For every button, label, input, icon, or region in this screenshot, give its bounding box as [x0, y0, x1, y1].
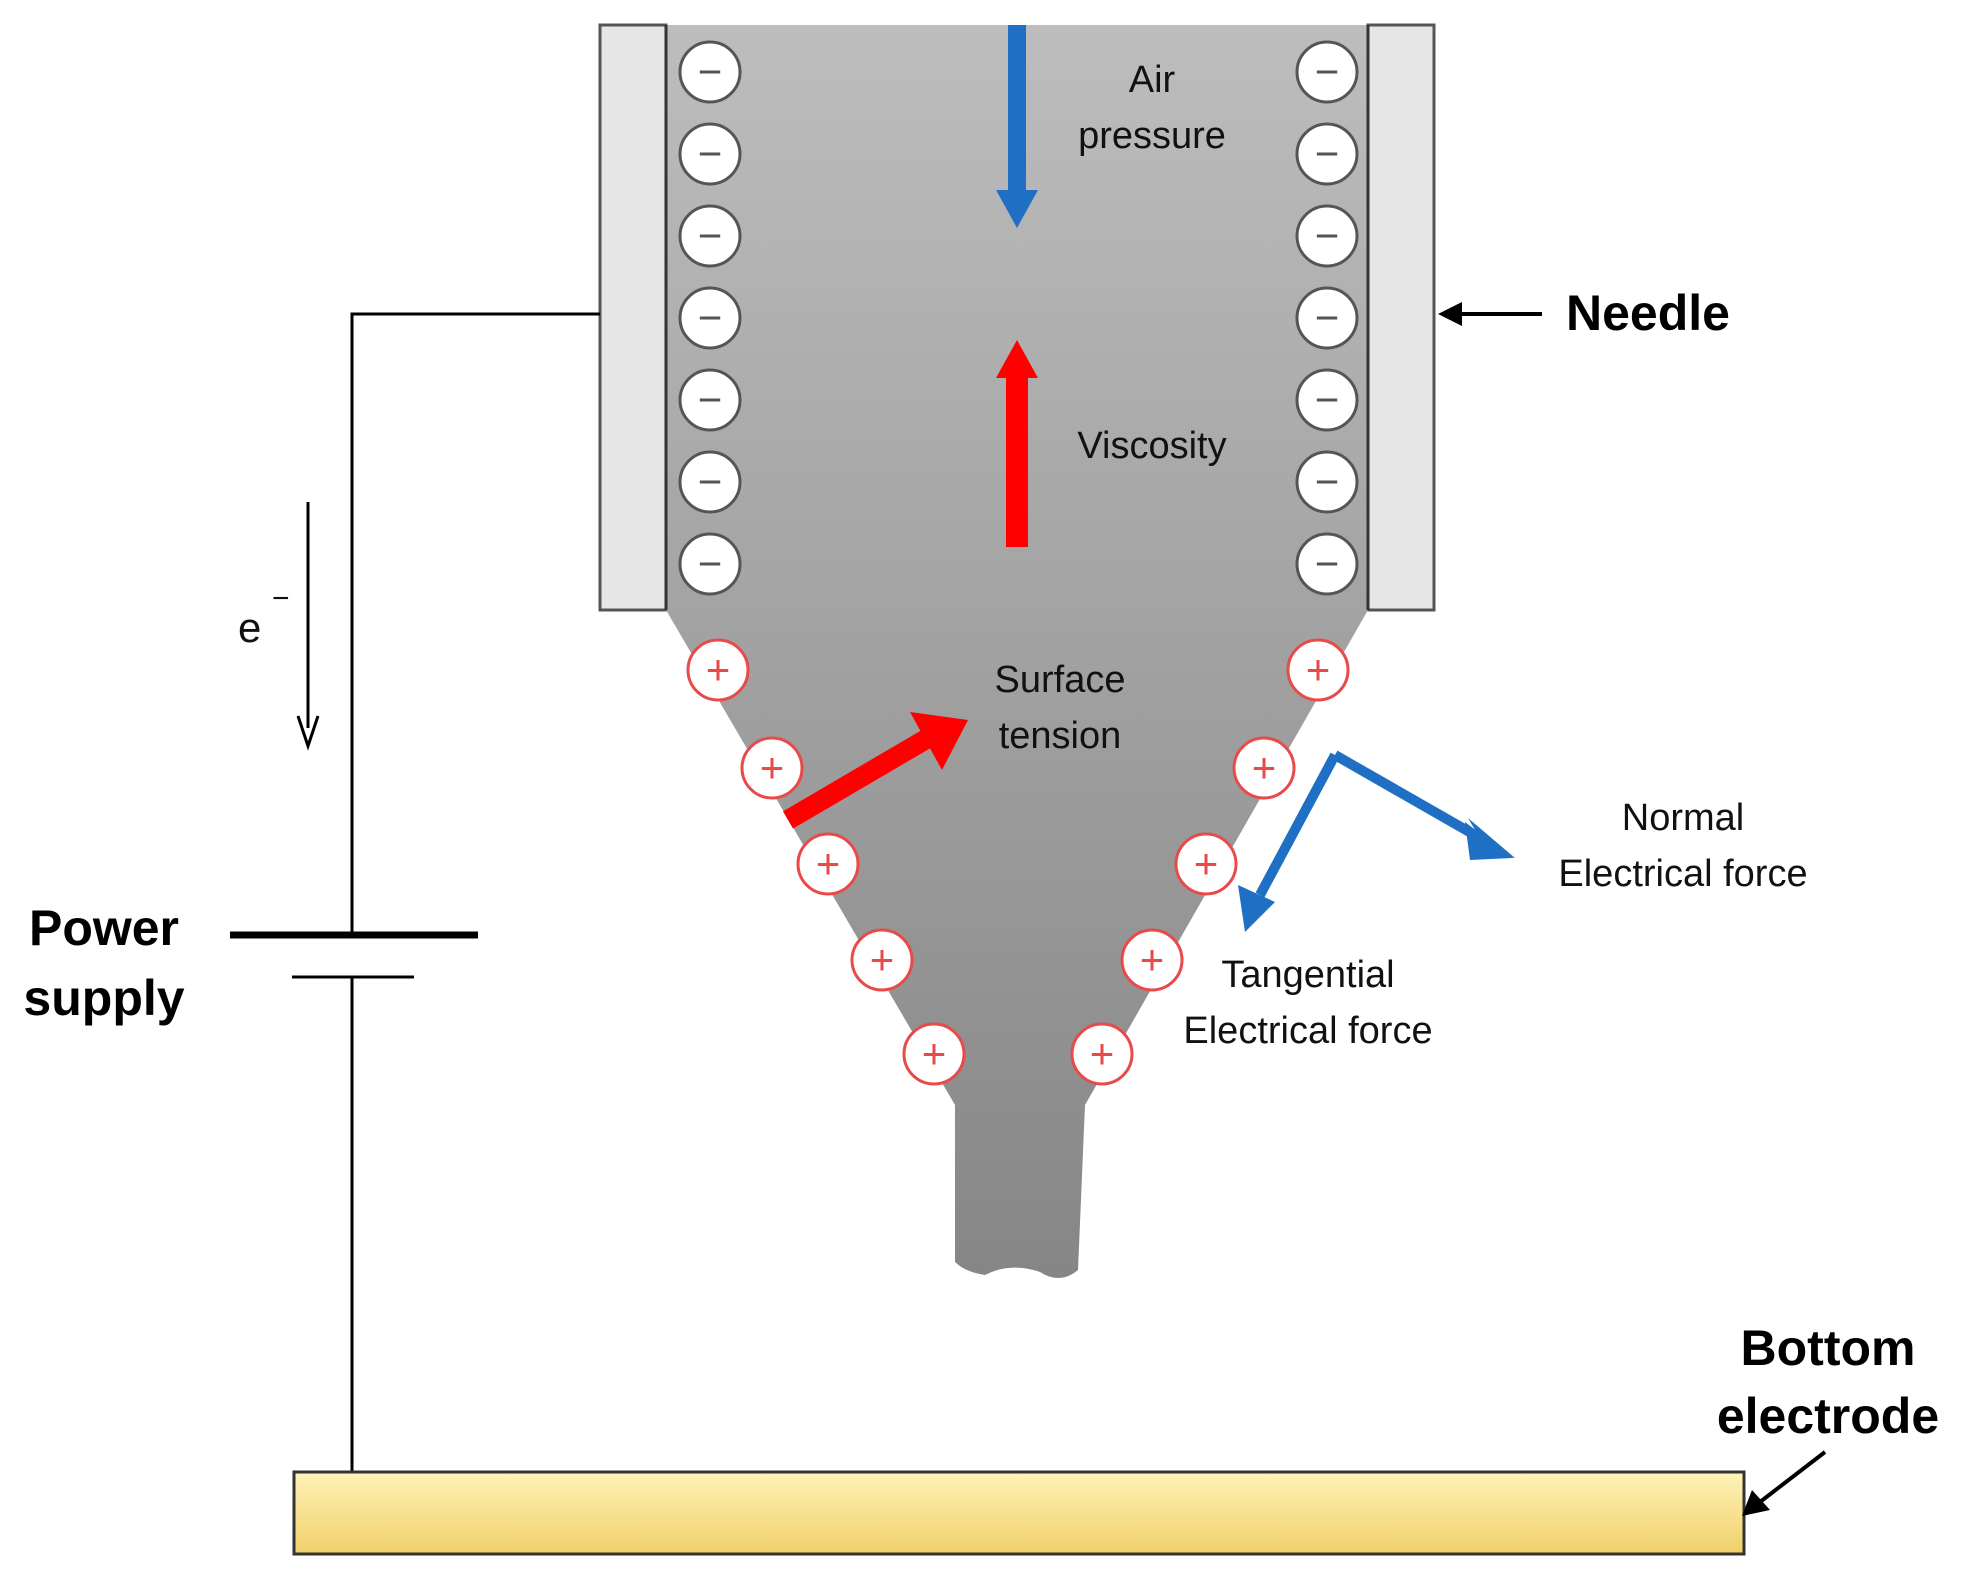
- needle-pointer-arrow: [1438, 302, 1542, 326]
- negative-charge-symbol: −: [1315, 294, 1340, 341]
- negative-charge: −: [1295, 450, 1359, 514]
- negative-charges-right: − − − − − − −: [1295, 40, 1359, 596]
- liquid-taylor-cone: [666, 25, 1368, 1279]
- negative-charge-symbol: −: [698, 130, 723, 177]
- positive-charge: +: [1286, 638, 1350, 702]
- positive-charges-left: + + + + +: [686, 638, 966, 1086]
- negative-charge-symbol: −: [1315, 540, 1340, 587]
- electron-label: e: [238, 604, 261, 651]
- positive-charge-symbol: +: [706, 646, 731, 693]
- power-supply-label-line2: supply: [23, 970, 184, 1026]
- surface-tension-label-line1: Surface: [995, 659, 1126, 701]
- negative-charge: −: [678, 532, 742, 596]
- negative-charge-symbol: −: [1315, 212, 1340, 259]
- negative-charge: −: [1295, 204, 1359, 268]
- positive-charge: +: [1174, 832, 1238, 896]
- needle-wall-right: [1366, 23, 1436, 612]
- positive-charges-right: + + + + +: [1070, 638, 1350, 1086]
- negative-charge-symbol: −: [1315, 48, 1340, 95]
- positive-charge-symbol: +: [922, 1030, 947, 1077]
- positive-charge: +: [1232, 736, 1296, 800]
- negative-charge-symbol: −: [698, 294, 723, 341]
- negative-charge: −: [678, 204, 742, 268]
- air-pressure-label-line1: Air: [1129, 59, 1176, 101]
- positive-charge-symbol: +: [870, 936, 895, 983]
- positive-charge-symbol: +: [1306, 646, 1331, 693]
- negative-charge: −: [678, 122, 742, 186]
- electron-flow-arrow: [296, 502, 320, 751]
- positive-charge: +: [1120, 928, 1184, 992]
- normal-electrical-force-arrow: [1332, 750, 1515, 860]
- negative-charge-symbol: −: [698, 540, 723, 587]
- negative-charge: −: [1295, 368, 1359, 432]
- bottom-electrode-plate: [292, 1470, 1746, 1556]
- positive-charge: +: [740, 736, 804, 800]
- circuit-wire-needle: [350, 312, 600, 935]
- positive-charge-symbol: +: [1140, 936, 1165, 983]
- negative-charge-symbol: −: [1315, 376, 1340, 423]
- bottom-electrode-label-line1: Bottom: [1741, 1320, 1916, 1376]
- surface-tension-label-line2: tension: [999, 715, 1122, 757]
- positive-charge-symbol: +: [1194, 840, 1219, 887]
- bottom-electrode-label-line2: electrode: [1717, 1388, 1939, 1444]
- negative-charge-symbol: −: [698, 212, 723, 259]
- tangential-electrical-force-arrow: [1238, 752, 1340, 932]
- negative-charges-left: − − − − − − −: [678, 40, 742, 596]
- negative-charge-symbol: −: [1315, 130, 1340, 177]
- negative-charge: −: [1295, 286, 1359, 350]
- tangential-force-label-line1: Tangential: [1221, 954, 1394, 996]
- needle-label: Needle: [1566, 285, 1730, 341]
- negative-charge-symbol: −: [698, 48, 723, 95]
- viscosity-label: Viscosity: [1077, 425, 1226, 467]
- negative-charge: −: [1295, 122, 1359, 186]
- positive-charge: +: [850, 928, 914, 992]
- normal-force-label-line1: Normal: [1622, 797, 1744, 839]
- positive-charge: +: [1070, 1022, 1134, 1086]
- negative-charge: −: [1295, 40, 1359, 104]
- power-supply-label-line1: Power: [29, 900, 179, 956]
- positive-charge-symbol: +: [816, 840, 841, 887]
- positive-charge-symbol: +: [1252, 744, 1277, 791]
- negative-charge-symbol: −: [1315, 458, 1340, 505]
- negative-charge: −: [678, 368, 742, 432]
- negative-charge-symbol: −: [698, 376, 723, 423]
- positive-charge: +: [902, 1022, 966, 1086]
- negative-charge: −: [678, 450, 742, 514]
- electron-superscript: −: [272, 582, 290, 615]
- negative-charge: −: [678, 286, 742, 350]
- needle-wall-left: [598, 23, 668, 612]
- normal-force-label-line2: Electrical force: [1558, 853, 1807, 895]
- bottom-electrode-pointer-arrow: [1742, 1450, 1827, 1516]
- air-pressure-arrow: [996, 25, 1038, 228]
- surface-tension-arrow: [782, 712, 968, 829]
- air-pressure-label-line2: pressure: [1078, 115, 1226, 157]
- negative-charge: −: [1295, 532, 1359, 596]
- viscosity-arrow: [996, 340, 1038, 547]
- positive-charge: +: [686, 638, 750, 702]
- tangential-force-label-line2: Electrical force: [1183, 1010, 1432, 1052]
- negative-charge: −: [678, 40, 742, 104]
- positive-charge-symbol: +: [1090, 1030, 1115, 1077]
- positive-charge: +: [796, 832, 860, 896]
- negative-charge-symbol: −: [698, 458, 723, 505]
- positive-charge-symbol: +: [760, 744, 785, 791]
